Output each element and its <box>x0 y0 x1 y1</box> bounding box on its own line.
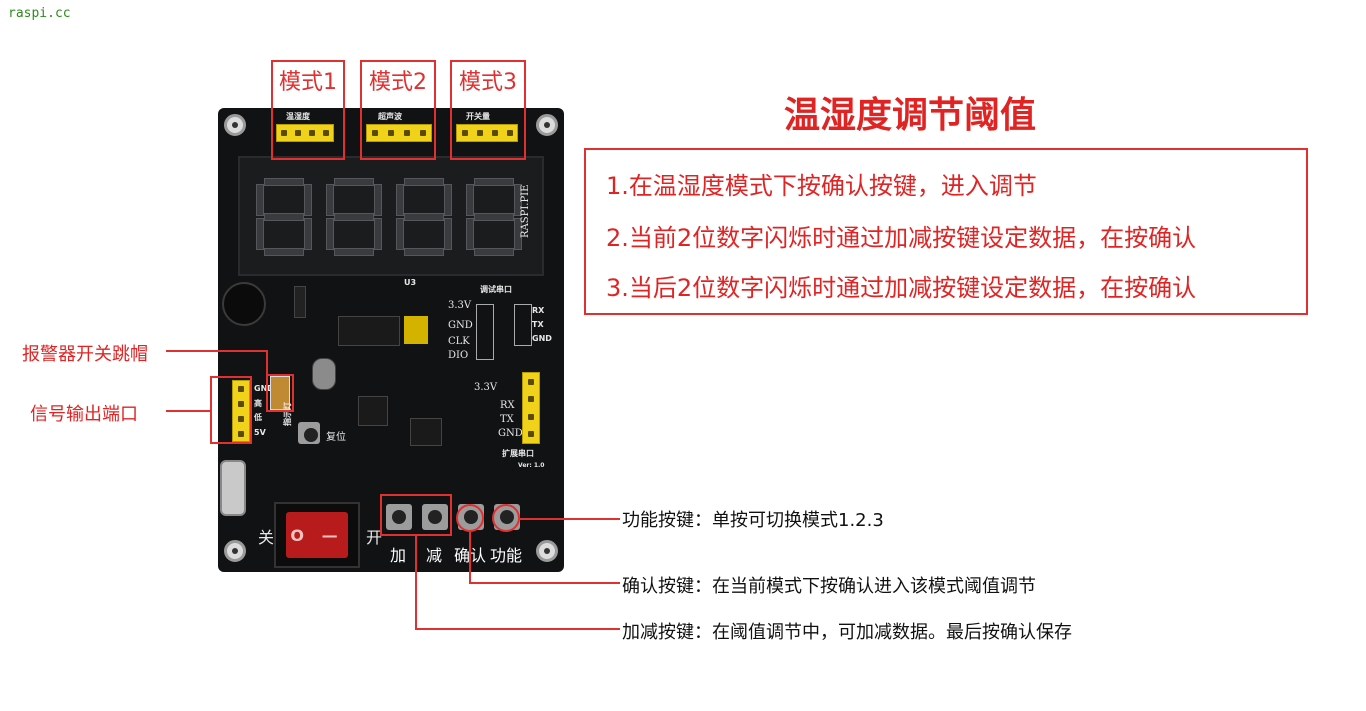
expand-header <box>522 372 540 444</box>
header-ultrasonic <box>366 124 432 142</box>
signal-port-label: 信号输出端口 <box>30 404 138 425</box>
expand-pin-gnd: GND <box>498 428 523 439</box>
mode1-label: 模式1 <box>279 70 337 95</box>
confirm-button-highlight <box>456 504 484 532</box>
brand-silkscreen: RASPI.PIE <box>520 184 531 238</box>
header-label-2: 超声波 <box>378 112 402 121</box>
pin-dio: DIO <box>448 350 469 361</box>
mcu-chip <box>358 396 388 426</box>
header-label-3: 开关量 <box>466 112 490 121</box>
pin-rx: RX <box>532 306 545 315</box>
confirm-key-label: 确认按键：在当前模式下按确认进入该模式阈值调节 <box>622 576 1036 597</box>
expand-pin-rx: RX <box>500 400 515 411</box>
minus-button[interactable] <box>422 504 448 530</box>
digit <box>466 178 522 256</box>
switch-on-label: 开 <box>366 528 383 547</box>
mount-hole-icon <box>536 114 558 136</box>
regulator-chip <box>410 418 442 446</box>
switch-off-label: 关 <box>258 528 275 547</box>
plus-minus-highlight <box>380 494 452 536</box>
digit <box>326 178 382 256</box>
step-1: 1.在温湿度模式下按确认按键，进入调节 <box>606 172 1037 200</box>
pin-gnd-2: GND <box>532 334 552 343</box>
signal-port-box <box>210 376 252 444</box>
confirm-leader <box>469 582 620 584</box>
mount-hole-icon <box>536 540 558 562</box>
driver-chip <box>338 316 400 346</box>
mount-hole-icon <box>224 540 246 562</box>
expand-port-label: 扩展串口 <box>502 449 534 458</box>
switch-face: O — <box>286 512 348 558</box>
minus-label: 减 <box>426 546 443 565</box>
version-label: Ver: 1.0 <box>518 462 545 469</box>
pin-gnd: GND <box>448 320 473 331</box>
signal-pin-high: 高 <box>254 399 262 408</box>
pin-clk: CLK <box>448 336 470 347</box>
mode3-label: 模式3 <box>459 70 517 95</box>
crystal-icon <box>312 358 336 390</box>
reset-label: 复位 <box>326 432 346 443</box>
debug-pins-left <box>476 304 494 360</box>
steps-box: 1.在温湿度模式下按确认按键，进入调节 2.当前2位数字闪烁时通过加减按键设定数… <box>584 148 1308 315</box>
seven-segment-display: RASPI.PIE <box>238 156 544 276</box>
step-2: 2.当前2位数字闪烁时通过加减按键设定数据，在按确认 <box>606 224 1197 252</box>
header-temp-humidity <box>276 124 334 142</box>
plus-minus-key-label: 加减按键：在阈值调节中，可加减数据。最后按确认保存 <box>622 622 1072 643</box>
signal-pin-gnd: GND <box>254 384 274 393</box>
signal-output-header <box>232 380 250 442</box>
plus-minus-leader <box>415 628 620 630</box>
mode1-box <box>271 60 345 160</box>
digit <box>396 178 452 256</box>
capacitor <box>404 316 428 344</box>
debug-port-label: 调试串口 <box>480 285 512 294</box>
page-title: 温湿度调节阈值 <box>783 95 1036 136</box>
pcb-board: 温湿度 超声波 开关量 <box>218 108 564 572</box>
plus-label: 加 <box>390 546 407 565</box>
alarm-jumper-cap[interactable] <box>270 376 290 410</box>
alarm-jumper-label: 报警器开关跳帽 <box>22 344 148 365</box>
alarm-jumper-leader <box>266 350 268 376</box>
mode3-box <box>450 60 526 160</box>
pin-tx: TX <box>532 320 544 329</box>
plus-button[interactable] <box>386 504 412 530</box>
display-ref: U3 <box>404 278 417 287</box>
function-leader <box>520 518 620 520</box>
function-key-label: 功能按键：单按可切换模式1.2.3 <box>622 510 884 531</box>
header-label-1: 温湿度 <box>286 112 310 121</box>
usb-port-icon <box>220 460 246 516</box>
mount-hole-icon <box>224 114 246 136</box>
power-switch[interactable]: O — <box>274 502 360 568</box>
function-label: 功能 <box>490 546 523 565</box>
watermark: raspi.cc <box>8 6 71 21</box>
debug-pins-right <box>514 304 532 346</box>
header-switch <box>456 124 518 142</box>
buzzer-icon <box>222 282 266 326</box>
alarm-jumper-leader <box>166 350 268 352</box>
digit <box>256 178 312 256</box>
function-button-highlight <box>492 504 520 532</box>
mode2-box <box>360 60 436 160</box>
alarm-jumper-box <box>266 374 294 412</box>
reset-button[interactable] <box>298 422 320 444</box>
expand-pin-tx: TX <box>500 414 514 425</box>
mode2-label: 模式2 <box>369 70 427 95</box>
confirm-leader <box>469 532 471 584</box>
expand-pin-3v3: 3.3V <box>474 382 498 393</box>
component <box>294 286 306 318</box>
signal-port-leader <box>166 410 212 412</box>
signal-pin-low: 低 <box>254 413 262 422</box>
pin-3v3: 3.3V <box>448 300 472 311</box>
plus-minus-leader <box>415 536 417 630</box>
signal-pin-5v: 5V <box>254 428 266 437</box>
step-3: 3.当后2位数字闪烁时通过加减按键设定数据，在按确认 <box>606 274 1197 302</box>
